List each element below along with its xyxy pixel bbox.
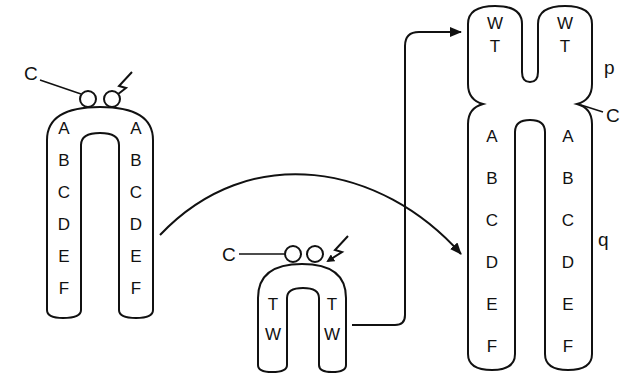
- leader-line: [239, 253, 284, 255]
- satellite: [307, 246, 323, 262]
- lightning-bolt: [328, 236, 348, 261]
- leader-line: [40, 80, 81, 94]
- gene-letters: A B C D E F: [481, 116, 503, 368]
- chromatid-outline: [258, 264, 346, 372]
- label: q: [598, 230, 609, 249]
- satellite: [80, 91, 96, 107]
- label: p: [604, 58, 615, 77]
- gene-letters: A B C D E F: [557, 116, 579, 368]
- chromosome: T WT W: [256, 240, 348, 374]
- chromatid-outline: [468, 6, 592, 370]
- gene-letters: A B C D E F: [125, 113, 147, 305]
- chromosome-outline: [465, 4, 595, 374]
- satellite: [285, 246, 301, 262]
- chromosome: W T W T A B C D E F A B C D E F: [465, 4, 595, 374]
- satellite: [104, 91, 120, 107]
- chromosome: A B C D E FA B C D E F: [45, 85, 155, 321]
- gene-letters: T W: [262, 290, 284, 350]
- gene-letters: W T: [554, 12, 576, 58]
- translocation-arrow: [160, 174, 461, 254]
- translocation-arrow: [352, 32, 461, 325]
- gene-letters: W T: [484, 12, 506, 58]
- label: C: [222, 245, 236, 264]
- chromatid-outline: [47, 107, 153, 318]
- gene-letters: T W: [321, 290, 343, 350]
- gene-letters: A B C D E F: [53, 113, 75, 305]
- label: C: [24, 64, 38, 83]
- label: C: [606, 106, 620, 125]
